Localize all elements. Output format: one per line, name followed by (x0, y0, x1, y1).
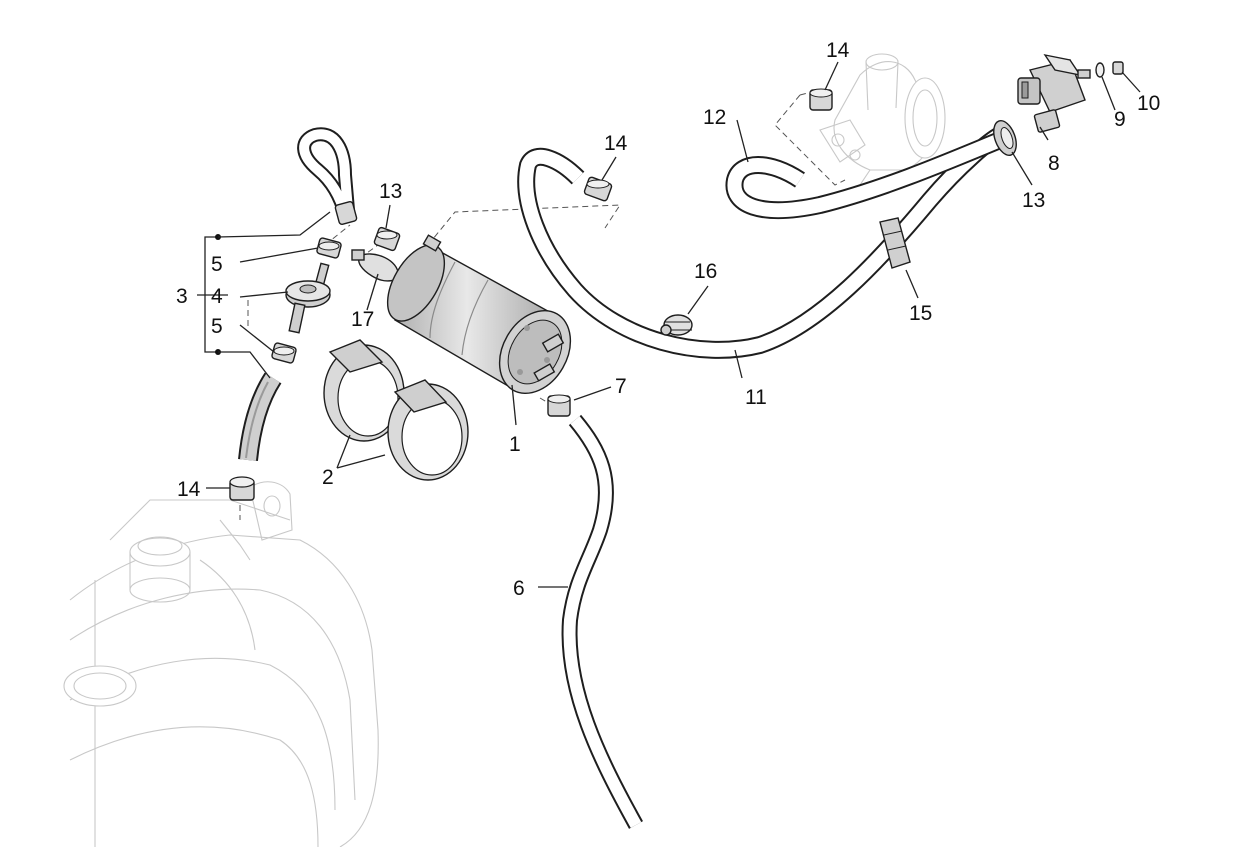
hose-clamp-17 (351, 249, 399, 282)
hose-clip-5-lower (271, 342, 297, 364)
callout-9: 9 (1114, 108, 1126, 131)
callout-13-left: 13 (379, 180, 402, 203)
vent-hose-12 (725, 131, 1004, 220)
drain-hose-6 (561, 414, 643, 829)
callout-14-lower: 14 (177, 478, 201, 501)
callout-14-top: 14 (826, 39, 850, 62)
callout-13-right: 13 (1022, 189, 1045, 212)
breather-hose-loop (297, 127, 358, 226)
hose-clip-5-upper (316, 237, 342, 259)
canister-strap-2b (387, 379, 469, 481)
hose-holder-15 (879, 217, 911, 269)
callout-14-middle: 14 (604, 132, 628, 155)
charcoal-canister-1 (386, 234, 572, 395)
hose-clip-7 (547, 394, 571, 417)
cap-10 (1112, 61, 1124, 75)
callout-4: 4 (211, 285, 223, 308)
leader-lines (197, 61, 1141, 588)
hose-clamp-16 (660, 314, 693, 336)
callout-3: 3 (176, 285, 188, 308)
fuel-tank-outline (63, 481, 379, 847)
callout-5-lower: 5 (211, 315, 223, 338)
callout-2: 2 (322, 466, 334, 489)
hose-clip-14-lower (229, 476, 255, 501)
inline-filter-4 (285, 262, 331, 334)
hose-clip-14-middle (583, 176, 613, 202)
vent-hose-11 (517, 126, 1005, 359)
canister-strap-2a (323, 339, 405, 442)
callout-8: 8 (1048, 152, 1060, 175)
callout-1: 1 (509, 433, 521, 456)
callout-7: 7 (615, 375, 627, 398)
tank-vent-hose (238, 372, 282, 462)
hose-clip-13-right (993, 120, 1017, 156)
callout-6: 6 (513, 577, 525, 600)
hose-clip-13-left (373, 226, 401, 252)
callout-labels: 1 2 3 4 5 5 6 7 8 9 10 11 12 13 13 14 14… (176, 39, 1160, 600)
callout-16: 16 (694, 260, 717, 283)
callout-12: 12 (703, 106, 726, 129)
callout-11: 11 (745, 386, 767, 409)
callout-10: 10 (1137, 92, 1160, 115)
hose-clip-14-top (809, 88, 833, 111)
callout-15: 15 (909, 302, 932, 325)
purge-valve-8 (1017, 53, 1091, 133)
callout-5-upper: 5 (211, 253, 223, 276)
callout-17: 17 (351, 308, 374, 331)
washer-9 (1095, 62, 1105, 78)
throttle-body-outline (819, 53, 946, 186)
